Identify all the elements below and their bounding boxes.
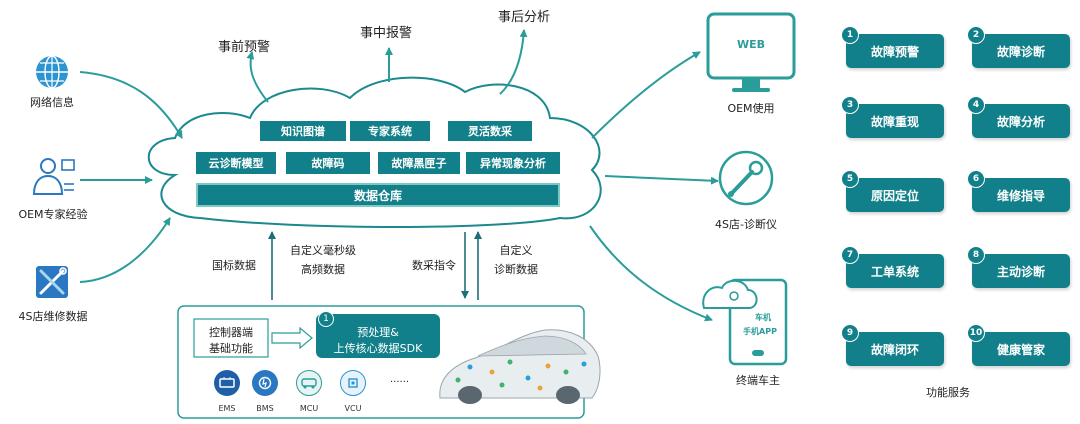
arrow-network: [79, 71, 183, 139]
ecu-label-bms: BMS: [256, 404, 274, 413]
service-9: 9 故障闭环: [841, 324, 944, 366]
services-title: 功能服务: [926, 386, 970, 399]
box-data-warehouse: 数据仓库: [196, 183, 560, 207]
service-number-badge: 10: [967, 324, 985, 342]
label-shop: 4S店-诊断仪: [715, 218, 777, 231]
service-number-badge: 9: [841, 324, 859, 342]
label-custom-ms-1: 自定义毫秒级: [290, 244, 356, 257]
service-label: 健康管家: [996, 342, 1045, 357]
label-controller-1: 控制器端: [209, 326, 253, 339]
arrow-repair: [79, 217, 171, 283]
hollow-arrow: [271, 326, 313, 350]
sdk-box: 1 预处理& 上传核心数据SDK: [316, 311, 440, 358]
service-4: 4 故障分析: [967, 96, 1070, 138]
label-expert: OEM专家经验: [18, 208, 88, 221]
wrench-icon: [718, 150, 774, 206]
sdk-label-2: 上传核心数据SDK: [333, 342, 423, 355]
service-label: 工单系统: [870, 264, 919, 279]
label-after: 事后分析: [498, 10, 551, 25]
service-label: 故障分析: [996, 114, 1045, 129]
service-2: 2 故障诊断: [967, 26, 1070, 68]
service-label: 故障预警: [870, 44, 919, 59]
label-national: 国标数据: [212, 259, 256, 272]
label-network: 网络信息: [30, 96, 74, 109]
arrow-web: [591, 51, 701, 139]
arrow-shop: [604, 175, 719, 185]
chip-icon: [340, 370, 366, 396]
service-number-badge: 7: [841, 246, 859, 264]
label-oem: OEM使用: [727, 102, 775, 115]
service-label: 故障诊断: [996, 44, 1045, 59]
service-10: 10 健康管家: [967, 324, 1070, 366]
service-label: 维修指导: [996, 188, 1045, 203]
arrow-after: [499, 29, 528, 95]
engine-icon: [214, 370, 240, 396]
service-3: 3 故障重现: [841, 96, 944, 138]
box-cloud-model: 云诊断模型: [196, 152, 276, 174]
label-custom-diag-1: 自定义: [499, 244, 533, 257]
motor-icon: [296, 370, 322, 396]
service-5: 5 原因定位: [841, 170, 944, 212]
label-during: 事中报警: [360, 26, 413, 41]
box-flexible-collection: 灵活数采: [448, 121, 532, 141]
box-anomaly: 异常现象分析: [466, 152, 560, 174]
service-number-badge: 8: [967, 246, 985, 264]
arrow-owner: [589, 225, 713, 322]
car-illustration: [439, 329, 601, 404]
ecu-label-ems: EMS: [218, 404, 236, 413]
service-label: 故障重现: [870, 114, 919, 129]
sdk-number-badge: 1: [318, 311, 334, 327]
expert-icon: [32, 158, 75, 195]
globe-icon: [36, 55, 68, 89]
label-owner: 终端车主: [736, 374, 780, 387]
box-knowledge-graph: 知识图谱: [260, 121, 346, 141]
label-before: 事前预警: [218, 40, 271, 55]
service-number-badge: 4: [967, 96, 985, 114]
label-custom-diag-2: 诊断数据: [494, 263, 538, 276]
sdk-label-1: 预处理&: [357, 326, 399, 339]
phone-label-1: 车机: [755, 313, 771, 322]
box-fault-code: 故障码: [286, 152, 370, 174]
service-7: 7 工单系统: [841, 246, 944, 288]
service-label: 故障闭环: [870, 342, 919, 357]
label-collect-cmd: 数采指令: [412, 259, 456, 272]
service-number-badge: 1: [841, 26, 859, 44]
service-number-badge: 2: [967, 26, 985, 44]
label-controller-2: 基础功能: [209, 342, 253, 355]
monitor-icon: [706, 12, 796, 92]
service-6: 6 维修指导: [967, 170, 1070, 212]
service-label: 主动诊断: [996, 264, 1045, 279]
service-label: 原因定位: [870, 188, 919, 203]
controller-box: [193, 318, 269, 358]
tools-icon: [36, 266, 68, 298]
box-black-box: 故障黑匣子: [378, 152, 460, 174]
phone-label-2: 手机APP: [743, 327, 777, 336]
web-screen-label: WEB: [736, 38, 766, 51]
ecu-label-mcu: MCU: [299, 404, 319, 413]
arrow-before: [246, 51, 269, 103]
label-custom-ms-2: 高频数据: [301, 263, 345, 276]
service-number-badge: 3: [841, 96, 859, 114]
service-number-badge: 6: [967, 170, 985, 188]
service-1: 1 故障预警: [841, 26, 944, 68]
box-expert-system: 专家系统: [350, 121, 430, 141]
label-repair: 4S店维修数据: [18, 310, 88, 323]
service-8: 8 主动诊断: [967, 246, 1070, 288]
battery-icon: [252, 370, 278, 396]
service-number-badge: 5: [841, 170, 859, 188]
ecu-more: ......: [390, 374, 410, 385]
ecu-label-vcu: VCU: [344, 404, 362, 413]
phone-cloud-icon: [702, 278, 788, 366]
